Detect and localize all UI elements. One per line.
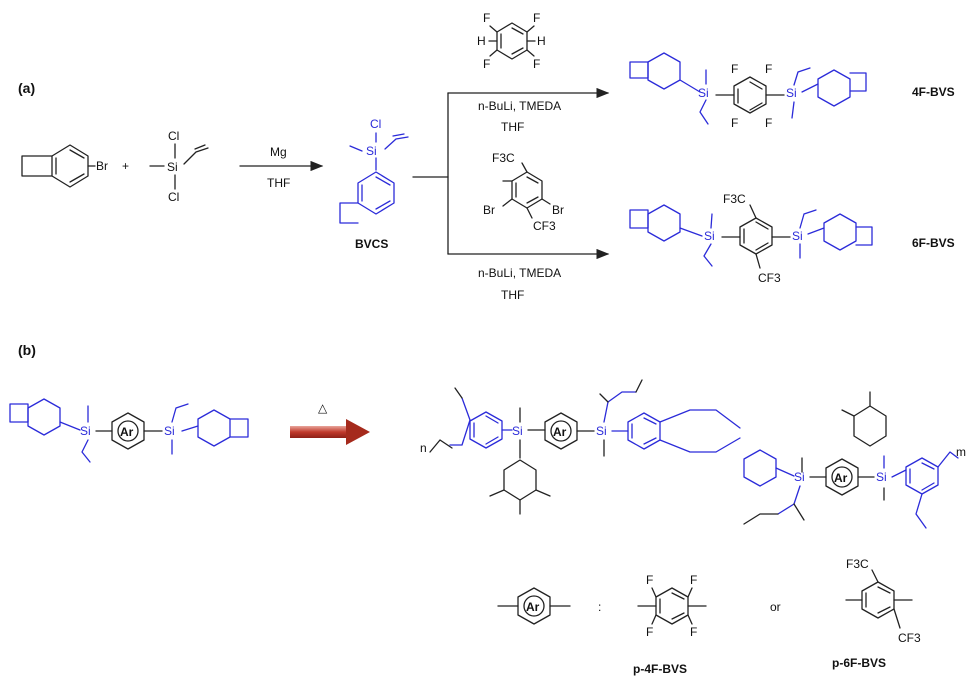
legend-6f-label: p-6F-BVS: [832, 656, 886, 670]
panel-label-a: (a): [18, 80, 35, 96]
si-atom: Si: [792, 229, 803, 243]
cf3-group: CF3: [533, 219, 556, 233]
bvcs-chlorine: Cl: [370, 117, 381, 131]
thermal-arrow-head: [346, 419, 370, 445]
si-atom: Si: [164, 424, 175, 438]
legend-or: or: [770, 600, 781, 614]
h-atom: H: [477, 34, 486, 48]
br-atom: Br: [552, 203, 564, 217]
bvcs-silicon: Si: [366, 144, 377, 158]
polymer-m-label: m: [956, 445, 966, 459]
ar-label: Ar: [526, 600, 540, 614]
si-atom: Si: [794, 470, 805, 484]
panel-label-b: (b): [18, 342, 36, 358]
f-atom: F: [690, 573, 697, 587]
si-atom: Si: [704, 229, 715, 243]
f-atom: F: [690, 625, 697, 639]
product-6f-bvs-structure: Si F3C CF3 Si: [629, 192, 873, 285]
solvent-thf-1: THF: [267, 176, 290, 190]
bvcs-structure: Cl Si: [339, 117, 409, 224]
product-4f-label: 4F-BVS: [912, 85, 955, 99]
bromine-label: Br: [96, 159, 108, 173]
h-atom: H: [537, 34, 546, 48]
solvent-top: THF: [501, 120, 524, 134]
ar-label: Ar: [834, 471, 848, 485]
bromo-benzocyclobutene: Br: [21, 144, 108, 188]
thermal-arrow-body: [290, 426, 348, 438]
legend-colon: :: [598, 600, 601, 614]
heat-symbol: △: [318, 401, 328, 415]
br-atom: Br: [483, 203, 495, 217]
monomer-structure: Si Ar Si: [9, 398, 249, 463]
si-atom: Si: [786, 86, 797, 100]
f-atom: F: [533, 11, 540, 25]
product-6f-label: 6F-BVS: [912, 236, 955, 250]
f-atom: F: [731, 62, 738, 76]
crosslinked-polymer-structure: n Si Ar Si Si Ar: [420, 379, 966, 529]
f-atom: F: [765, 116, 772, 130]
si-atom: Si: [512, 424, 523, 438]
f-atom: F: [646, 573, 653, 587]
silicon-label: Si: [167, 160, 178, 174]
product-4f-bvs-structure: Si F F F F Si: [629, 52, 867, 130]
f-atom: F: [533, 57, 540, 71]
chlorine-top-label: Cl: [168, 129, 179, 143]
conditions-top: n-BuLi, TMEDA: [478, 99, 561, 113]
chlorine-bottom-label: Cl: [168, 190, 179, 204]
si-atom: Si: [596, 424, 607, 438]
f-atom: F: [646, 625, 653, 639]
f3c-group: F3C: [723, 192, 746, 206]
ar-label: Ar: [553, 425, 567, 439]
legend-4f-label: p-4F-BVS: [633, 662, 687, 676]
cf3-group: CF3: [898, 631, 921, 645]
f3c-group: F3C: [846, 557, 869, 571]
dichloro-vinyl-silane: Cl Si Cl: [149, 129, 209, 204]
ar-legend: Ar : F F F F or F3C CF3: [497, 557, 921, 645]
f-atom: F: [483, 57, 490, 71]
si-atom: Si: [80, 424, 91, 438]
cf3-group: CF3: [758, 271, 781, 285]
plus-sign: +: [122, 159, 129, 173]
ar-label: Ar: [120, 425, 134, 439]
f-atom: F: [765, 62, 772, 76]
si-atom: Si: [876, 470, 887, 484]
f3c-group: F3C: [492, 151, 515, 165]
reagent-mg: Mg: [270, 145, 287, 159]
polymer-n-label: n: [420, 441, 427, 455]
f-atom: F: [483, 11, 490, 25]
si-atom: Si: [698, 86, 709, 100]
bvcs-label: BVCS: [355, 237, 388, 251]
f-atom: F: [731, 116, 738, 130]
conditions-bottom: n-BuLi, TMEDA: [478, 266, 561, 280]
solvent-bottom: THF: [501, 288, 524, 302]
dibromo-bistrifluoromethyl-reagent: F3C Br Br CF3: [483, 151, 564, 233]
tetrafluorobenzene-reagent: F F F F H H: [477, 11, 546, 71]
